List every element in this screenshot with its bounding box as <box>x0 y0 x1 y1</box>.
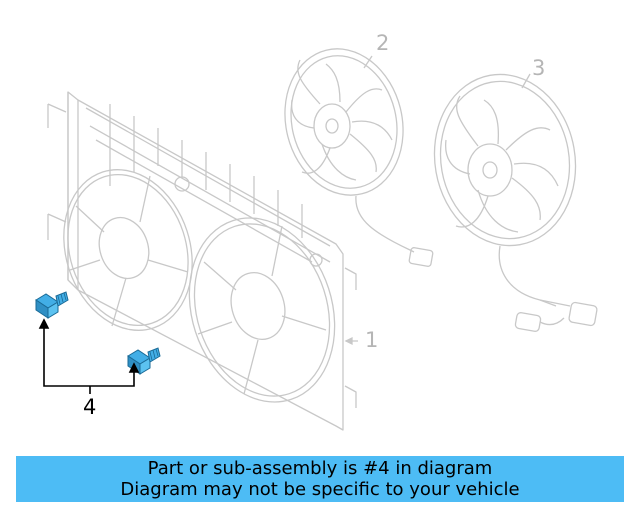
callout-label-bolts: 4 <box>83 395 97 419</box>
callout-leaders-faint <box>344 55 531 346</box>
bolt-upper-icon <box>35 291 69 319</box>
fan-assembly-right <box>433 73 598 332</box>
callout-leader-bolts <box>38 318 140 394</box>
bolt-lower-icon <box>127 347 161 375</box>
banner-line-disclaimer: Diagram may not be specific to your vehi… <box>120 479 520 500</box>
parts-diagram <box>35 48 598 431</box>
callout-label-shroud: 1 <box>365 328 379 352</box>
fan-shroud <box>47 91 357 431</box>
info-banner: Part or sub-assembly is #4 in diagram Di… <box>16 456 624 502</box>
callout-label-fan-left: 2 <box>376 31 390 55</box>
callout-label-fan-right: 3 <box>532 56 546 80</box>
fan-assembly-left <box>284 48 434 267</box>
banner-line-part: Part or sub-assembly is #4 in diagram <box>147 458 493 479</box>
